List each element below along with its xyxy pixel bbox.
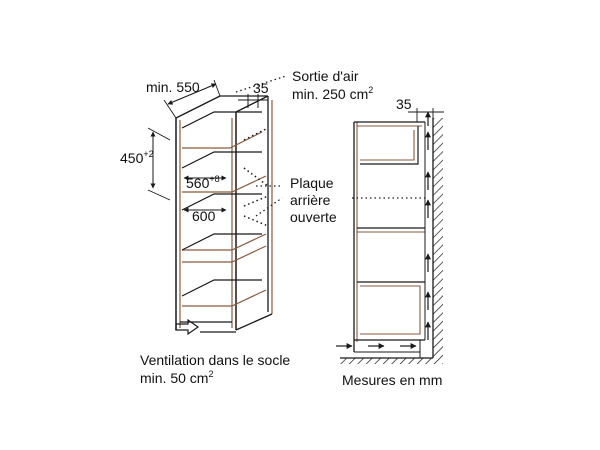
ventilation-label-line1: Ventilation dans le socle	[140, 352, 291, 368]
section-cabinet	[353, 121, 426, 358]
cabinet-shelves	[180, 111, 267, 323]
plaque-label-line3: ouverte	[290, 209, 337, 225]
gap-35-top-label: 35	[253, 80, 269, 96]
left-cabinet-drawing	[147, 75, 287, 336]
width-600-label: 600	[192, 208, 216, 224]
floor-hatch	[340, 358, 443, 364]
cabinet-front-face	[175, 95, 269, 330]
cabinet-side-panel	[235, 96, 273, 331]
right-section-drawing	[336, 108, 444, 364]
depth-min-label: min. 550	[146, 79, 200, 95]
units-label: Mesures en mm	[342, 372, 443, 388]
ventilation-inlet-arrow-icon	[175, 318, 200, 336]
gap-35-right-label: 35	[396, 96, 412, 112]
height-450-label: 450+2	[120, 149, 154, 167]
ventilation-label-line2: min. 50 cm2	[140, 369, 214, 387]
air-outlet-label-line1: Sortie d'air	[292, 68, 359, 84]
wall-hatch	[433, 118, 443, 358]
plaque-label-line2: arrière	[290, 192, 331, 208]
air-outlet-label-line2: min. 250 cm2	[292, 85, 374, 103]
open-back-dotted	[243, 127, 269, 227]
plaque-label-line1: Plaque	[290, 175, 334, 191]
width-560-label: 560+8	[186, 174, 220, 192]
